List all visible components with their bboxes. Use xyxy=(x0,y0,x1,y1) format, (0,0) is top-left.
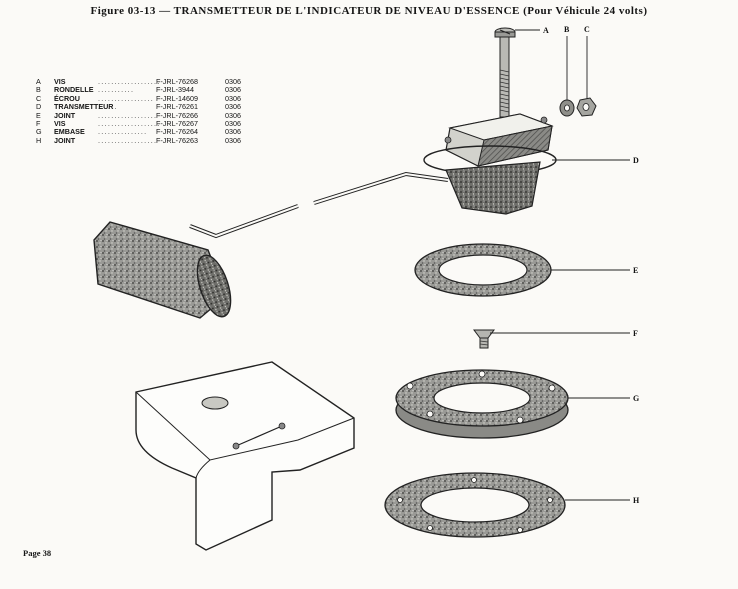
leader-dots: ...... xyxy=(98,103,118,112)
part-reference: F-JRL-76263 xyxy=(156,135,198,145)
figure-title: Figure 03-13 — TRANSMETTEUR DE L'INDICAT… xyxy=(90,5,648,17)
part-code: 0306 xyxy=(225,118,241,128)
leader-dots: ........... xyxy=(98,86,135,95)
gasket-h-drawing xyxy=(384,472,566,538)
part-letter: D xyxy=(36,102,42,112)
callout-label-h: H xyxy=(633,496,640,505)
callout-label-g: G xyxy=(633,394,639,403)
part-reference: F-JRL-76268 xyxy=(156,77,198,86)
leader-dots: .................. xyxy=(98,136,158,145)
part-letter: E xyxy=(36,110,41,120)
callout-label-b: B xyxy=(564,25,570,34)
part-code: 0306 xyxy=(225,110,241,120)
callout-label-a: A xyxy=(543,26,549,35)
float-drawing xyxy=(93,221,232,319)
part-code: 0306 xyxy=(225,127,241,137)
part-name: TRANSMETTEUR xyxy=(54,102,114,112)
gasket-e-drawing xyxy=(414,243,552,297)
part-letter: A xyxy=(36,77,41,86)
base-g-drawing xyxy=(395,369,569,439)
part-name: JOINT xyxy=(54,135,76,145)
part-name: VIS xyxy=(54,77,66,86)
nut-c-drawing xyxy=(576,97,597,117)
part-reference: F-JRL-3944 xyxy=(156,85,194,95)
leader-dots: ............... xyxy=(98,128,148,137)
leader-dots: .................. xyxy=(98,111,158,120)
callout-leader-lines xyxy=(490,29,630,501)
callout-label-d: D xyxy=(633,156,639,165)
part-reference: F-JRL-76264 xyxy=(156,127,198,137)
part-letter: F xyxy=(36,118,41,128)
leader-dots: ................... xyxy=(98,78,161,86)
callout-label-c: C xyxy=(584,25,590,34)
part-code: 0306 xyxy=(225,85,241,95)
part-code: 0306 xyxy=(225,77,241,86)
part-name: VIS xyxy=(54,118,66,128)
part-code: 0306 xyxy=(225,93,241,103)
callout-label-f: F xyxy=(633,329,638,338)
part-reference: F-JRL-76267 xyxy=(156,118,198,128)
part-letter: H xyxy=(36,135,42,145)
leader-dots: ................... xyxy=(98,119,161,128)
part-name: RONDELLE xyxy=(54,85,94,95)
part-letter: C xyxy=(36,93,42,103)
part-reference: F-JRL-76261 xyxy=(156,102,198,112)
leader-dots: ................. xyxy=(98,94,155,103)
part-name: ÉCROU xyxy=(54,93,80,103)
float-arm-drawing xyxy=(189,171,449,239)
part-code: 0306 xyxy=(225,135,241,145)
fuel-tank-drawing xyxy=(135,361,355,551)
screw-f-drawing xyxy=(473,329,495,349)
washer-b-drawing xyxy=(559,99,575,117)
part-letter: G xyxy=(36,127,42,137)
part-name: EMBASE xyxy=(54,127,85,137)
part-reference: F-JRL-76266 xyxy=(156,110,198,120)
screw-a-drawing xyxy=(494,27,516,118)
part-reference: F-JRL-14609 xyxy=(156,93,198,103)
part-name: JOINT xyxy=(54,110,76,120)
page-number: Page 38 xyxy=(23,548,52,558)
part-code: 0306 xyxy=(225,102,241,112)
sender-unit-d-drawing xyxy=(423,113,557,215)
callout-label-e: E xyxy=(633,266,638,275)
part-letter: B xyxy=(36,85,41,95)
